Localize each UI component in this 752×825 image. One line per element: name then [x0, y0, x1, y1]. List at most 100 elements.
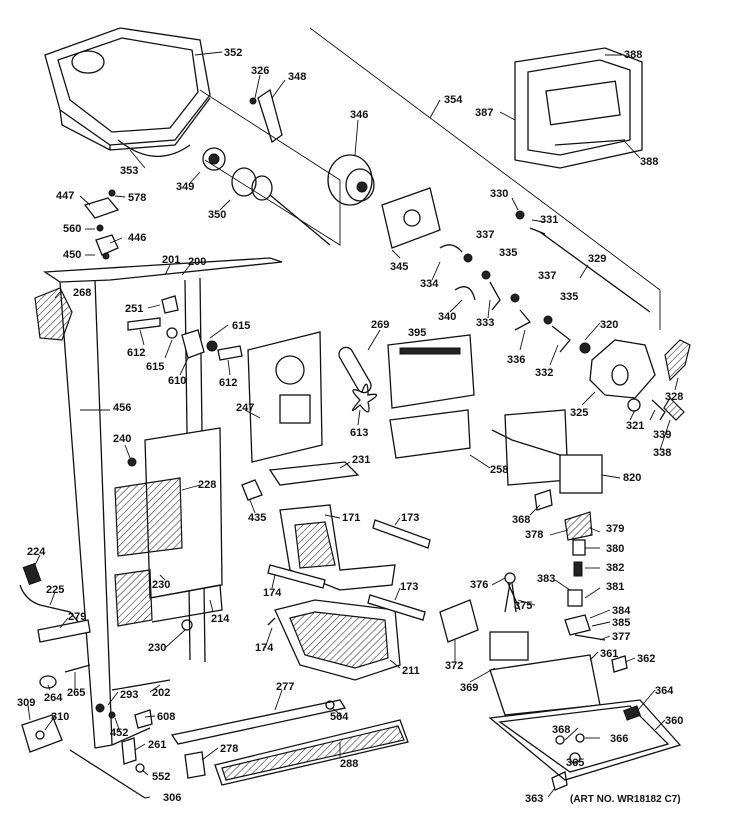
bracket-446	[95, 234, 119, 256]
screw-326	[249, 97, 257, 105]
callout-200: 200	[188, 256, 206, 268]
callout-447: 447	[56, 190, 74, 202]
callout-368a: 368	[512, 514, 530, 526]
icemaker-820	[491, 409, 603, 494]
spring-339	[651, 399, 666, 421]
grille-288	[214, 719, 409, 786]
shelf-231	[268, 461, 360, 486]
auger-349	[202, 147, 226, 171]
callout-383: 383	[537, 573, 555, 585]
dispenser-door-387	[514, 47, 643, 169]
callout-564: 564	[330, 711, 349, 723]
callout-346: 346	[350, 109, 368, 121]
callout-247: 247	[236, 402, 254, 414]
callout-615a: 615	[232, 320, 250, 332]
callout-277: 277	[276, 681, 294, 693]
callout-380: 380	[606, 543, 624, 555]
cap-264	[39, 675, 57, 689]
screw-293	[95, 703, 105, 713]
callout-612a: 612	[127, 347, 145, 359]
ice-bucket-352	[44, 27, 211, 151]
strip-279	[37, 619, 91, 643]
callout-378: 378	[525, 529, 543, 541]
callout-365: 365	[566, 757, 584, 769]
pin-265	[64, 664, 91, 673]
callout-211: 211	[402, 665, 420, 677]
callout-338: 338	[653, 447, 671, 459]
callout-261: 261	[148, 739, 166, 751]
clip-608	[134, 709, 153, 729]
roller-278	[184, 751, 206, 779]
callout-339: 339	[653, 429, 671, 441]
thermistor-240	[127, 457, 137, 467]
cable-306	[69, 749, 146, 799]
callout-174a: 174	[263, 587, 282, 599]
callout-174b: 174	[255, 642, 274, 654]
bracket-612a	[127, 317, 161, 331]
clip-362	[611, 655, 628, 673]
callout-381: 381	[606, 581, 624, 593]
callout-613: 613	[350, 427, 368, 439]
bucket-bail-353	[117, 139, 191, 157]
callout-321: 321	[626, 420, 644, 432]
callout-377: 377	[612, 631, 630, 643]
callout-368b: 368	[552, 724, 570, 736]
callout-326: 326	[251, 65, 269, 77]
dispenser-motor-346	[327, 154, 375, 206]
housing-outline-354	[309, 27, 661, 330]
callout-258: 258	[490, 464, 508, 476]
screw-564	[325, 700, 335, 710]
clip-368b	[555, 735, 565, 745]
callout-269: 269	[371, 319, 389, 331]
switch-368a	[534, 489, 553, 511]
drip-tray-360	[488, 699, 682, 781]
callout-560: 560	[63, 223, 81, 235]
bracket-202	[111, 679, 171, 691]
evaporator-228	[114, 427, 223, 627]
callout-456: 456	[113, 402, 131, 414]
control-housing-247	[247, 331, 323, 463]
clip-366	[575, 733, 585, 743]
callout-379: 379	[606, 523, 624, 535]
screw-560	[96, 224, 104, 232]
callout-335a: 335	[499, 247, 517, 259]
tube-225	[19, 584, 86, 631]
callout-369: 369	[460, 682, 478, 694]
callout-385: 385	[612, 617, 630, 629]
callout-268: 268	[73, 287, 91, 299]
callout-608: 608	[157, 711, 175, 723]
clips-384-385	[564, 614, 591, 636]
art-number: (ART NO. WR18182 C7)	[570, 794, 681, 805]
auger-motor-325	[579, 339, 656, 399]
cover-258	[389, 409, 471, 459]
part-261	[121, 737, 137, 765]
callout-820: 820	[623, 472, 641, 484]
callout-225: 225	[46, 584, 64, 596]
dispenser-bracket-361	[489, 654, 601, 716]
bracket-348	[257, 88, 283, 144]
callout-388b: 388	[640, 156, 658, 168]
callout-349: 349	[176, 181, 194, 193]
callout-264: 264	[44, 692, 63, 704]
track-277	[170, 699, 347, 745]
callout-201: 201	[162, 254, 180, 266]
callout-552: 552	[152, 771, 170, 783]
hinge-309	[21, 714, 63, 753]
callout-labels: 352 326 348 354 346 388 387 388 353 349 …	[17, 47, 683, 805]
callout-333: 333	[476, 317, 494, 329]
callout-446: 446	[128, 232, 146, 244]
callout-336: 336	[507, 354, 525, 366]
grommet-615b	[206, 340, 218, 352]
spring-364	[623, 705, 641, 721]
callout-329: 329	[588, 253, 606, 265]
callout-251: 251	[125, 303, 143, 315]
callout-340: 340	[438, 311, 456, 323]
callout-360: 360	[665, 715, 683, 727]
auger-drive-350	[231, 167, 331, 246]
callout-388a: 388	[624, 49, 642, 61]
callout-230b: 230	[148, 642, 166, 654]
callout-395: 395	[408, 327, 426, 339]
callout-364: 364	[655, 685, 674, 697]
callout-334: 334	[420, 278, 439, 290]
